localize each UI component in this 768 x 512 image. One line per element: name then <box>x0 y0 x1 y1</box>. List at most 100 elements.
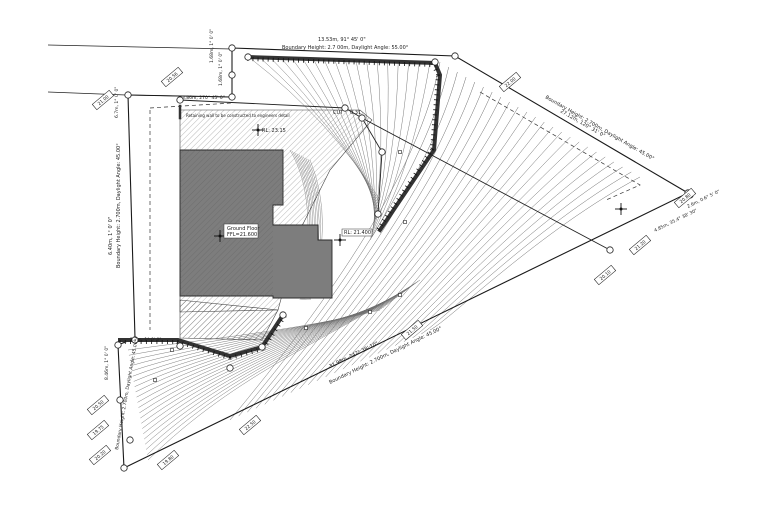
inner-lines <box>179 48 611 251</box>
spot-level-tag: 20.10 <box>593 264 617 286</box>
survey-node <box>176 342 184 350</box>
survey-node <box>228 44 236 52</box>
fill-area <box>179 299 279 341</box>
level-crosshair <box>334 234 346 246</box>
wall-tick <box>192 344 194 349</box>
setback-lines <box>149 91 641 330</box>
survey-node <box>228 71 236 79</box>
wall-tick <box>382 219 386 222</box>
label-top-bearing: 13.53m, 91° 45' 0" <box>318 37 366 43</box>
level-crosshair <box>214 230 226 242</box>
contour-line <box>147 279 421 461</box>
label-east: 4.85m, 35.4° 38' 30" <box>653 208 698 234</box>
contour-line <box>368 141 580 358</box>
wall-tick <box>387 210 392 214</box>
label-top-height: Boundary Height: 2.7 00m, Daylight Angle… <box>282 45 409 51</box>
spot-level-tag: 19.80 <box>156 449 180 471</box>
label-west-height: Boundary Height: 2.700m, Daylight Angle:… <box>116 143 122 268</box>
label-left-short: 6.7m, 1° 0' 0" <box>114 87 120 118</box>
contour-line <box>429 176 641 331</box>
label-top-left-b: 1.68m, 1° 0' 0" <box>218 52 224 86</box>
survey-node <box>120 464 128 472</box>
cut-label: CUT <box>333 110 344 116</box>
survey-node <box>116 396 124 404</box>
wall-tick <box>279 319 284 323</box>
spot-level-tag: 21.00 <box>91 89 115 111</box>
contour-line <box>355 60 375 224</box>
wall-tick <box>240 352 243 357</box>
label-top-left-a: 1.68m, 1° 0' 0" <box>209 29 215 63</box>
building-hatch <box>180 150 283 296</box>
spot-markers <box>153 150 407 382</box>
wall-tick <box>407 181 412 185</box>
survey-node <box>131 336 139 344</box>
label-ne-height: Boundary Height: 2.700m, Daylight Angle:… <box>544 95 655 163</box>
contour-line <box>290 96 502 393</box>
rl-mid-box <box>341 228 373 237</box>
wall-tick <box>234 354 237 359</box>
wall-tick <box>245 351 248 356</box>
contour-line <box>247 71 458 413</box>
wall-tick <box>218 352 220 357</box>
rl-top-label: RL: 23.15 <box>262 128 286 134</box>
spot-level-tag: 22.50 <box>238 414 262 436</box>
wall-tick <box>404 185 409 189</box>
retaining-wall-ticks <box>119 56 441 360</box>
contour-line <box>273 86 484 401</box>
label-sw-bearing: 8.46m, 1° 0' 0" <box>104 346 110 380</box>
contour-line <box>360 136 571 362</box>
wall-tick <box>396 197 401 201</box>
wall-tick <box>186 343 189 348</box>
survey-node <box>114 341 122 349</box>
survey-node <box>358 114 366 122</box>
contour-line <box>325 116 536 378</box>
wall-tick <box>393 202 398 206</box>
wall-tick <box>202 347 205 352</box>
survey-node <box>228 93 236 101</box>
contour-line <box>264 81 476 405</box>
contour-line <box>421 171 632 335</box>
cut-value: 0.31 <box>350 110 361 116</box>
contour-line <box>351 131 562 366</box>
survey-node <box>124 91 132 99</box>
spot-marker <box>304 326 308 330</box>
wall-tick <box>421 160 426 163</box>
wall-tick <box>276 323 281 327</box>
survey-node <box>126 436 134 444</box>
wall-tick <box>433 68 438 71</box>
wall-tick <box>410 176 415 180</box>
spot-marker <box>170 348 174 352</box>
level-crosshair <box>252 124 264 136</box>
spot-level-tag: 20.56 <box>160 66 184 88</box>
spot-marker <box>398 293 402 297</box>
spot-marker <box>153 378 157 382</box>
wall-tick <box>250 349 253 354</box>
contour-line <box>316 111 528 382</box>
contour-line <box>412 166 623 339</box>
survey-node <box>279 311 287 319</box>
spot-level-tag: 19.75 <box>86 419 110 441</box>
contour-line <box>386 151 597 350</box>
wall-tick <box>402 189 406 193</box>
survey-node <box>226 364 234 372</box>
plan-annotations: Ground Floor FFL=21.600 RL: 23.15 CUT 0.… <box>186 110 373 239</box>
ground-floor-label: Ground Floor <box>227 226 260 232</box>
contour-line <box>308 106 519 385</box>
spot-level-tag: 20.20 <box>88 444 112 466</box>
retaining-note: Retaining wall to be constructed to engi… <box>186 113 290 118</box>
contour-line <box>370 61 420 238</box>
survey-node <box>431 58 439 66</box>
spot-marker <box>368 310 372 314</box>
survey-node <box>374 210 382 218</box>
wall-tick <box>424 155 429 159</box>
survey-node <box>341 104 349 112</box>
survey-node <box>378 148 386 156</box>
wall-tick <box>256 348 259 353</box>
wall-tick <box>390 206 395 210</box>
survey-node <box>451 52 459 60</box>
wall-tick <box>264 342 269 345</box>
wall-tick <box>212 351 215 356</box>
contour-line <box>345 60 375 222</box>
wall-tick <box>223 354 226 359</box>
wall-tick <box>207 349 210 354</box>
